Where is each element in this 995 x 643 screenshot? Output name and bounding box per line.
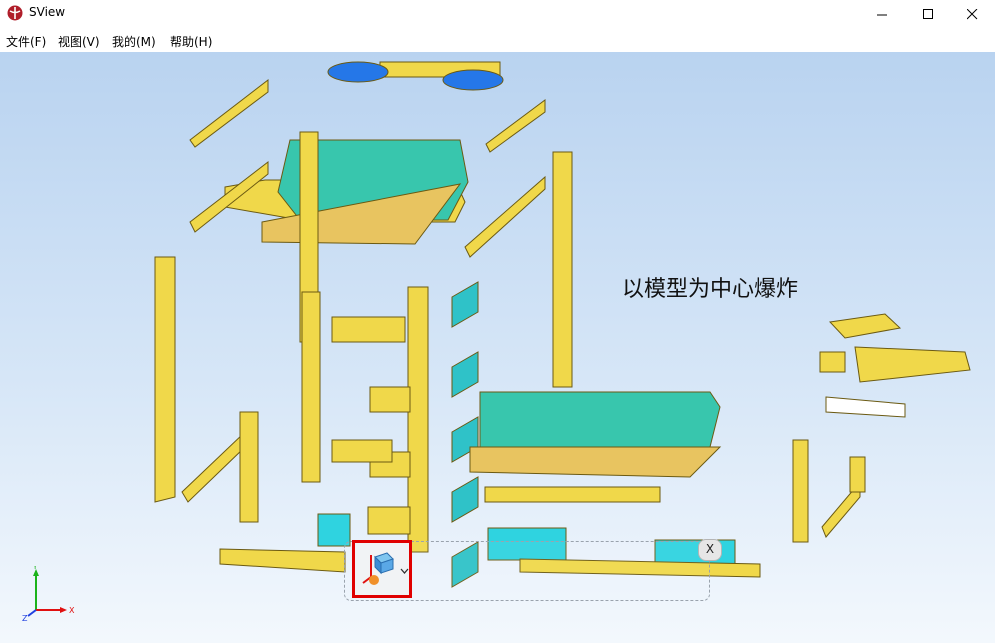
model-part[interactable] [154, 256, 176, 503]
model-part[interactable] [451, 476, 479, 523]
close-icon [966, 8, 977, 19]
model-part[interactable] [367, 506, 411, 535]
menu-mine[interactable]: 我的(M) [112, 35, 156, 49]
model-part[interactable] [369, 386, 411, 413]
model-part[interactable] [828, 313, 902, 339]
menu-help[interactable]: 帮助(H) [170, 35, 213, 49]
model-part[interactable] [464, 175, 546, 258]
model-part[interactable] [331, 439, 393, 463]
model-part[interactable] [519, 558, 761, 578]
model-part[interactable] [792, 439, 809, 543]
title-bar: SView [0, 0, 995, 28]
window-title: SView [29, 5, 66, 19]
model-part[interactable] [189, 78, 269, 148]
exploded-model[interactable] [0, 52, 995, 643]
model-part[interactable] [825, 396, 906, 418]
close-window-button[interactable] [949, 0, 995, 28]
model-part[interactable] [451, 541, 479, 588]
model-part[interactable] [469, 446, 722, 478]
model-part[interactable] [552, 151, 573, 388]
minimize-button[interactable] [859, 0, 905, 28]
model-part[interactable] [485, 99, 546, 153]
model-part[interactable] [479, 391, 721, 448]
explode-mode-caption: 以模型为中心爆炸 [622, 277, 799, 302]
model-part[interactable] [301, 291, 321, 483]
close-explode-toolbar-button[interactable]: X [698, 539, 722, 561]
menu-bar: 文件(F) 视图(V) 我的(M) 帮助(H) [0, 30, 995, 51]
model-part[interactable] [407, 286, 429, 553]
app-logo-icon [7, 5, 23, 21]
model-part[interactable] [317, 513, 351, 547]
model-part[interactable] [451, 351, 479, 398]
maximize-button[interactable] [905, 0, 951, 28]
axis-label-x: X [69, 606, 75, 615]
model-part[interactable] [181, 430, 246, 503]
model-part[interactable] [442, 69, 504, 91]
3d-viewport[interactable]: 以模型为中心爆炸 X Y Z X [0, 52, 995, 643]
model-part[interactable] [484, 486, 661, 503]
axis-label-z: Z [22, 614, 28, 622]
maximize-icon [922, 8, 933, 19]
explode-center-icon [362, 552, 394, 585]
model-part[interactable] [219, 548, 346, 573]
chevron-down-icon[interactable] [400, 568, 409, 574]
model-part[interactable] [849, 456, 866, 493]
axis-triad-icon: X Y Z [22, 566, 75, 622]
model-part[interactable] [327, 61, 389, 83]
menu-view[interactable]: 视图(V) [58, 35, 100, 49]
model-part[interactable] [821, 480, 861, 538]
model-part[interactable] [331, 316, 406, 343]
menu-file[interactable]: 文件(F) [6, 35, 47, 49]
model-part[interactable] [451, 281, 479, 328]
model-part[interactable] [854, 346, 971, 383]
model-part[interactable] [189, 160, 269, 233]
explode-mode-button[interactable] [352, 540, 412, 598]
minimize-icon [876, 14, 887, 15]
model-part[interactable] [819, 351, 846, 373]
axis-label-y: Y [32, 566, 38, 571]
model-part[interactable] [239, 411, 259, 523]
